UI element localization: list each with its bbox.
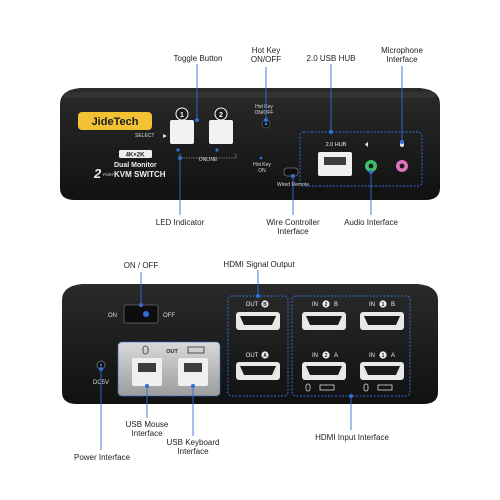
svg-text:1: 1 xyxy=(382,353,385,359)
svg-text:PORT: PORT xyxy=(103,172,115,177)
svg-text:A: A xyxy=(263,353,267,359)
svg-text:2.0 HUB: 2.0 HUB xyxy=(326,142,347,148)
mouse-icon xyxy=(142,345,149,355)
svg-text:Hot Key: Hot Key xyxy=(253,162,271,168)
keyboard-icon-1a xyxy=(377,384,393,391)
callout-hdmi-output: HDMI Signal Output xyxy=(223,260,295,269)
svg-text:OFF: OFF xyxy=(163,313,175,319)
svg-text:IN: IN xyxy=(312,302,318,308)
svg-text:ON: ON xyxy=(108,313,117,319)
power-switch[interactable] xyxy=(123,304,159,324)
mouse-icon-1a xyxy=(363,383,369,392)
callout-power-interface: Power Interface xyxy=(73,453,131,462)
svg-text:2: 2 xyxy=(325,353,328,359)
bottom-leader-lines xyxy=(98,270,354,450)
svg-text:ON: ON xyxy=(258,168,266,174)
mouse-icon-2a xyxy=(305,383,311,392)
svg-text:B: B xyxy=(334,302,338,308)
svg-text:SELECT: SELECT xyxy=(135,133,154,139)
keyboard-icon-2a xyxy=(319,384,335,391)
svg-text:2: 2 xyxy=(325,302,328,308)
svg-text:4K×2K: 4K×2K xyxy=(126,153,146,159)
svg-text:OUT: OUT xyxy=(166,349,178,355)
rear-panel-device: ON OFF DC5V OUT OUT B OUT A IN 2 xyxy=(62,284,438,404)
callout-wire-controller: Wire Controller Interface xyxy=(259,218,327,236)
svg-text:B: B xyxy=(263,302,267,308)
front-panel-device: JideTech SELECT 1 2 ONLINE Hot Key ON/OF… xyxy=(60,88,440,200)
callout-hotkey-onoff: Hot Key ON/OFF xyxy=(242,46,290,64)
callout-hotkey-line1: Hot Key xyxy=(251,46,281,55)
svg-text:KVM SWITCH: KVM SWITCH xyxy=(114,170,166,179)
led-indicator-1 xyxy=(176,148,180,152)
svg-text:IN: IN xyxy=(369,353,375,359)
svg-text:2: 2 xyxy=(219,112,223,119)
speaker-icon: 🔈︎ xyxy=(365,139,370,149)
callout-led-indicator: LED Indicator xyxy=(155,218,205,227)
callout-kbd-line2: Interface xyxy=(177,447,209,456)
callout-usb-mouse: USB Mouse Interface xyxy=(118,420,176,438)
svg-text:JideTech: JideTech xyxy=(92,116,139,128)
svg-text:1: 1 xyxy=(180,112,184,119)
svg-text:B: B xyxy=(391,302,395,308)
callout-usb-hub: 2.0 USB HUB xyxy=(306,54,356,63)
callout-onoff: ON / OFF xyxy=(123,261,159,270)
svg-text:A: A xyxy=(391,353,395,359)
svg-text:ONLINE: ONLINE xyxy=(199,157,218,163)
hotkey-on-led xyxy=(259,156,263,160)
callout-mic-line1: Microphone xyxy=(381,46,423,55)
callout-wire-line2: Interface xyxy=(277,227,309,236)
keyboard-icon xyxy=(187,346,205,354)
svg-text:A: A xyxy=(334,353,338,359)
callout-audio-interface: Audio Interface xyxy=(344,218,398,227)
wired-remote-port[interactable] xyxy=(283,167,299,177)
top-leader-lines xyxy=(177,64,405,215)
callout-hdmi-input: HDMI Input Interface xyxy=(315,433,389,442)
svg-text:IN: IN xyxy=(312,353,318,359)
callout-microphone: Microphone Interface xyxy=(372,46,432,64)
callout-mic-line2: Interface xyxy=(386,55,418,64)
callout-mouse-line2: Interface xyxy=(131,429,163,438)
svg-text:OUT: OUT xyxy=(246,353,259,359)
svg-text:ON/OFF: ON/OFF xyxy=(255,110,274,116)
toggle-button-2[interactable] xyxy=(209,120,233,144)
svg-text:OUT: OUT xyxy=(246,302,259,308)
led-indicator-2 xyxy=(215,148,219,152)
callout-hotkey-line2: ON/OFF xyxy=(250,55,282,64)
svg-text:1: 1 xyxy=(382,302,385,308)
svg-text:Dual Monitor: Dual Monitor xyxy=(114,162,157,169)
svg-text:2: 2 xyxy=(93,166,102,181)
callout-toggle-button: Toggle Button xyxy=(173,54,223,63)
svg-text:IN: IN xyxy=(369,302,375,308)
callout-kbd-line1: USB Keyboard xyxy=(166,438,220,447)
toggle-button-1[interactable] xyxy=(170,120,194,144)
callout-wire-line1: Wire Controller xyxy=(266,218,320,227)
brand-logo: JideTech xyxy=(78,112,152,130)
callout-usb-keyboard: USB Keyboard Interface xyxy=(160,438,226,456)
callout-mouse-line1: USB Mouse xyxy=(125,420,169,429)
svg-text:Hot Key: Hot Key xyxy=(255,104,273,110)
